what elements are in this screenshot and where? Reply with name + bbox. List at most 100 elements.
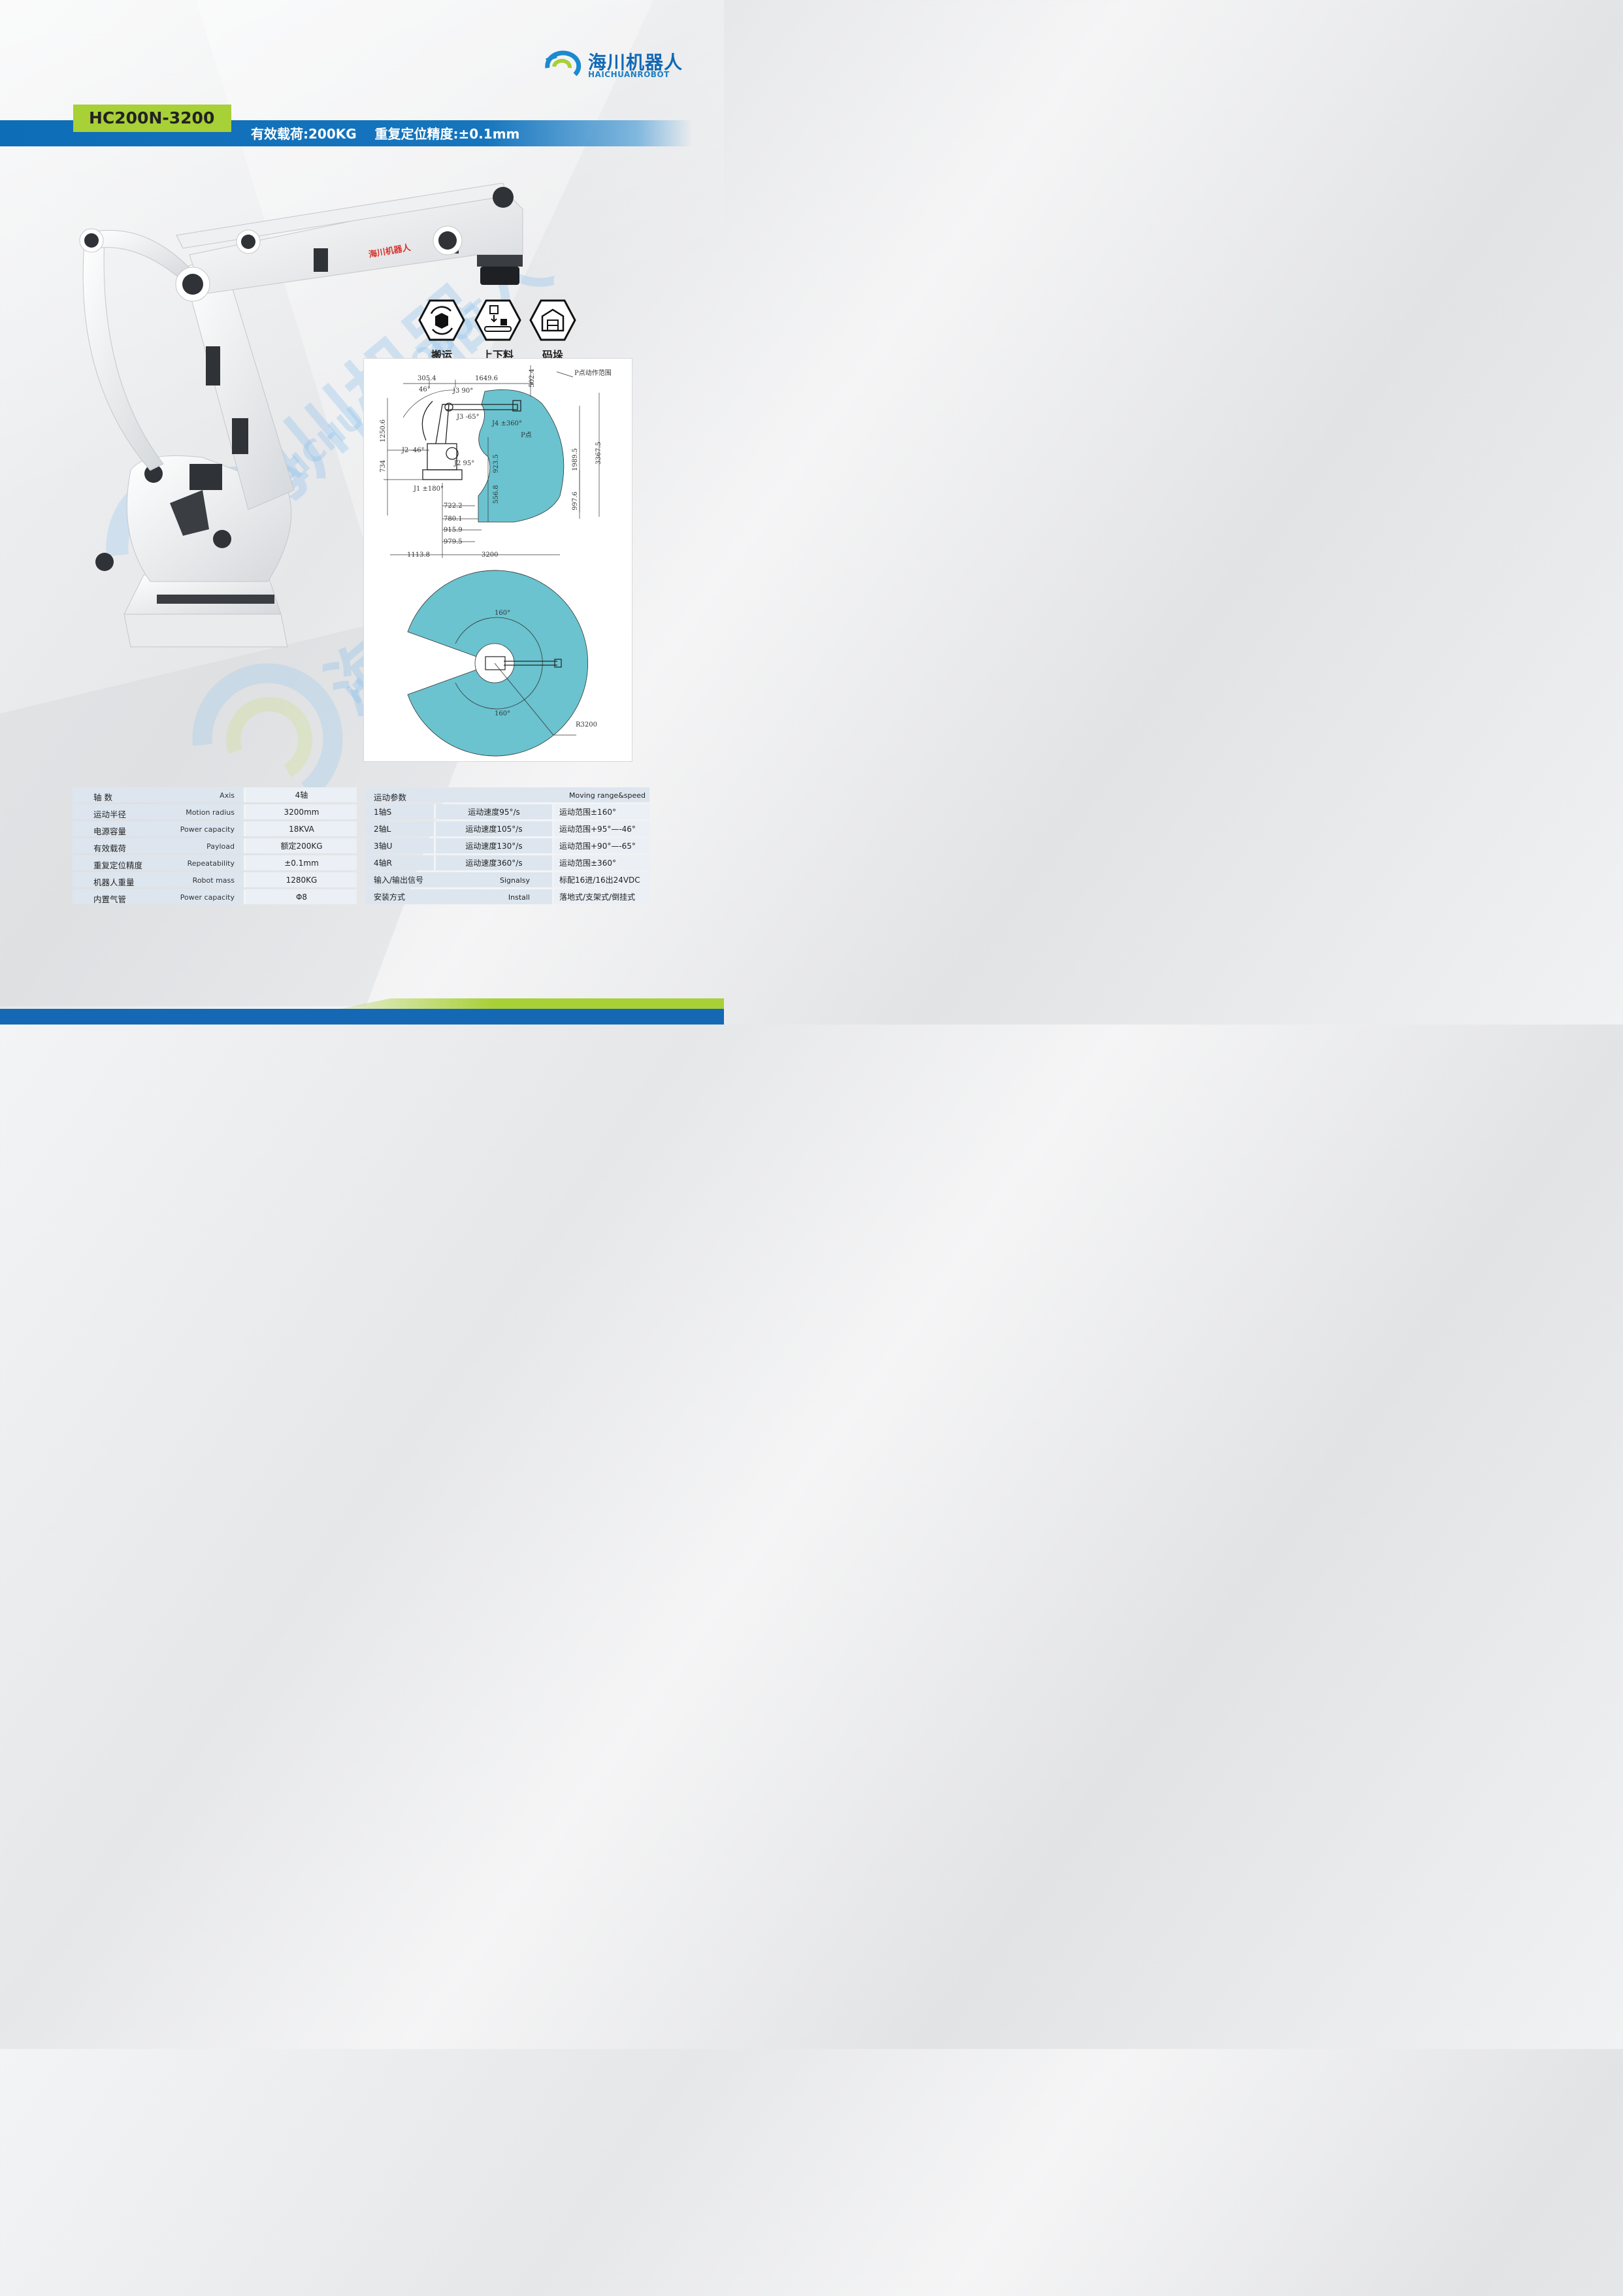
spec-value: 4轴 <box>244 787 357 802</box>
dim-label: 722.2 <box>444 502 463 510</box>
application-handling: 搬运 <box>417 299 467 362</box>
dim-label: 734 <box>380 460 387 472</box>
radius-label: R3200 <box>576 721 597 729</box>
brand-name-en: HAICHUANROBOT <box>588 70 670 79</box>
spec-value: 额定200KG <box>244 838 357 853</box>
loading-conveyor-icon <box>474 299 521 341</box>
bottom-accent-stripe <box>340 998 724 1009</box>
spec-label-cn: 重复定位精度 <box>93 861 143 870</box>
axis-range: 运动范围+90°—-65° <box>552 838 649 853</box>
dim-label: 502.4 <box>529 369 536 387</box>
dim-label: 979.5 <box>444 538 463 546</box>
io-label-en: Signalsy <box>499 876 530 885</box>
model-name: HC200N-3200 <box>89 108 215 127</box>
spec-row: 轴 数 Axis 4轴 <box>73 787 357 802</box>
motion-row: 输入/输出信号 Signalsy 标配16进/16出24VDC <box>366 872 649 887</box>
header-specs: 有效载荷:200KG 重复定位精度:±0.1mm <box>251 126 520 142</box>
install-label-en: Install <box>508 893 530 902</box>
spec-value: 3200mm <box>244 804 357 819</box>
workspace-diagrams: 305.4 1649.6 502.4 P点动作范围 46° J3 90° J3 … <box>380 365 612 757</box>
axis-name: 1轴S <box>366 804 434 819</box>
install-label-cn: 安装方式 <box>374 893 406 902</box>
robot-illustration: 海川机器人 <box>79 183 523 648</box>
spec-value: Φ8 <box>244 889 357 904</box>
dim-label: 923.5 <box>493 454 500 473</box>
joint-label: J1 ±180° <box>413 485 444 493</box>
spec-value: 18KVA <box>244 821 357 836</box>
spec-row: 内置气管 Power capacity Φ8 <box>73 889 357 904</box>
workspace-diagram-panel: 305.4 1649.6 502.4 P点动作范围 46° J3 90° J3 … <box>363 358 632 762</box>
spec-label-en: Power capacity <box>180 825 235 834</box>
dim-label: 1649.6 <box>475 375 498 382</box>
watermark-logo-mark <box>192 663 343 798</box>
spec-label-en: Power capacity <box>180 893 235 902</box>
brand-logo: 海川机器人 HAICHUANROBOT <box>542 47 693 81</box>
bottom-angle-label: 160° <box>495 710 510 717</box>
axis-speed: 运动速度95°/s <box>434 804 552 819</box>
spec-label-cn: 内置气管 <box>93 894 127 904</box>
dim-label: 3367.5 <box>595 442 602 465</box>
axis-speed: 运动速度105°/s <box>434 821 552 836</box>
dim-label: 1113.8 <box>407 551 430 559</box>
application-palletizing: 码垛 <box>528 299 578 362</box>
io-value: 标配16进/16出24VDC <box>552 872 649 887</box>
axis-speed: 运动速度130°/s <box>434 838 552 853</box>
dim-label: 305.4 <box>418 375 436 382</box>
axis-speed: 运动速度360°/s <box>434 855 552 870</box>
axis-name: 4轴R <box>366 855 434 870</box>
motion-header-cn: 运动参数 <box>374 793 407 802</box>
motion-header-en: Moving range&speed <box>568 791 646 800</box>
dim-label: 1989.5 <box>572 448 579 471</box>
axis-range: 运动范围±160° <box>552 804 649 819</box>
joint-label: J3 90° <box>452 387 473 395</box>
spec-label-cn: 运动半径 <box>93 810 127 819</box>
motion-row: 安装方式 Install 落地式/支架式/倒挂式 <box>366 889 649 904</box>
spec-label-en: Axis <box>220 791 235 800</box>
spec-label-en: Payload <box>206 842 235 851</box>
spec-row: 有效载荷 Payload 额定200KG <box>73 838 357 853</box>
joint-label: J4 ±360° <box>491 420 522 427</box>
side-view-robot-sketch <box>421 400 521 480</box>
joint-label: J2 95° <box>453 460 474 467</box>
dim-label: 915.9 <box>444 527 463 534</box>
io-label-cn: 输入/输出信号 <box>374 876 424 885</box>
spec-label-cn: 有效载荷 <box>93 844 127 853</box>
spec-value: ±0.1mm <box>244 855 357 870</box>
warehouse-stack-icon <box>529 299 576 341</box>
axis-range: 运动范围±360° <box>552 855 649 870</box>
joint-label: J3 -65° <box>456 414 480 421</box>
haichuan-logo-icon <box>545 50 582 76</box>
spec-label-en: Repeatability <box>187 859 235 868</box>
motion-header-row: 运动参数 Moving range&speed <box>366 787 649 802</box>
dim-label: 997.6 <box>572 491 579 510</box>
top-angle-label: 160° <box>495 610 510 617</box>
spec-value: 1280KG <box>244 872 357 887</box>
install-value: 落地式/支架式/倒挂式 <box>552 889 649 904</box>
axis-range: 运动范围+95°—-46° <box>552 821 649 836</box>
axis-name: 2轴L <box>366 821 434 836</box>
dim-label: 3200 <box>482 551 498 559</box>
brand-name-cn: 海川机器人 <box>588 52 683 73</box>
angle-label: 46° <box>419 386 431 393</box>
spec-row: 重复定位精度 Repeatability ±0.1mm <box>73 855 357 870</box>
dim-label: 556.8 <box>493 485 500 504</box>
side-view-reach-zone <box>478 389 565 523</box>
application-loading: 上下料 <box>473 299 523 362</box>
spec-label-cn: 机器人重量 <box>93 877 135 887</box>
bottom-bar <box>0 1009 724 1025</box>
model-badge: HC200N-3200 <box>73 105 231 132</box>
point-label: P点 <box>521 431 532 439</box>
top-view-reach-zone <box>407 570 589 757</box>
point-range-caption: P点动作范围 <box>574 369 612 377</box>
box-rotate-icon <box>418 299 465 341</box>
dim-label: 780.1 <box>444 516 463 523</box>
spec-label-cn: 轴 数 <box>93 793 112 802</box>
